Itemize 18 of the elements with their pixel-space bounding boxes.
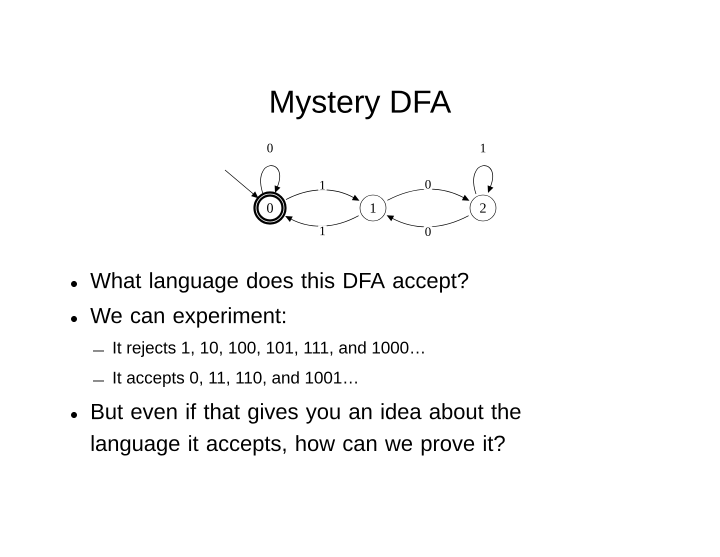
- arrow: [224, 170, 258, 198]
- edge-label: 0: [266, 142, 274, 154]
- edge-label: 1: [318, 180, 327, 190]
- arrow: [473, 165, 494, 194]
- arrow: [387, 188, 470, 201]
- bullet-text: But even if that gives you an idea about the language it accepts, how can we prove it?: [92, 403, 520, 456]
- arrow: [260, 165, 280, 194]
- bullet-text: What language does this DFA accept?: [90, 272, 468, 293]
- sub-bullet-text: It accepts 0, 11, 110, and 1001…: [114, 371, 357, 387]
- title: Mystery DFA: [271, 90, 452, 120]
- edge-label: 0: [424, 226, 432, 238]
- edge-label: 1: [478, 142, 488, 154]
- arrow: [286, 190, 360, 201]
- sub-bullet-text: It rejects 1, 10, 100, 101, 111, and 1000…: [114, 341, 424, 357]
- edge-label: 0: [424, 178, 432, 190]
- edge-label: 1: [318, 226, 327, 236]
- arrow: [386, 215, 469, 228]
- bullet-text: We can experiment:: [90, 307, 286, 328]
